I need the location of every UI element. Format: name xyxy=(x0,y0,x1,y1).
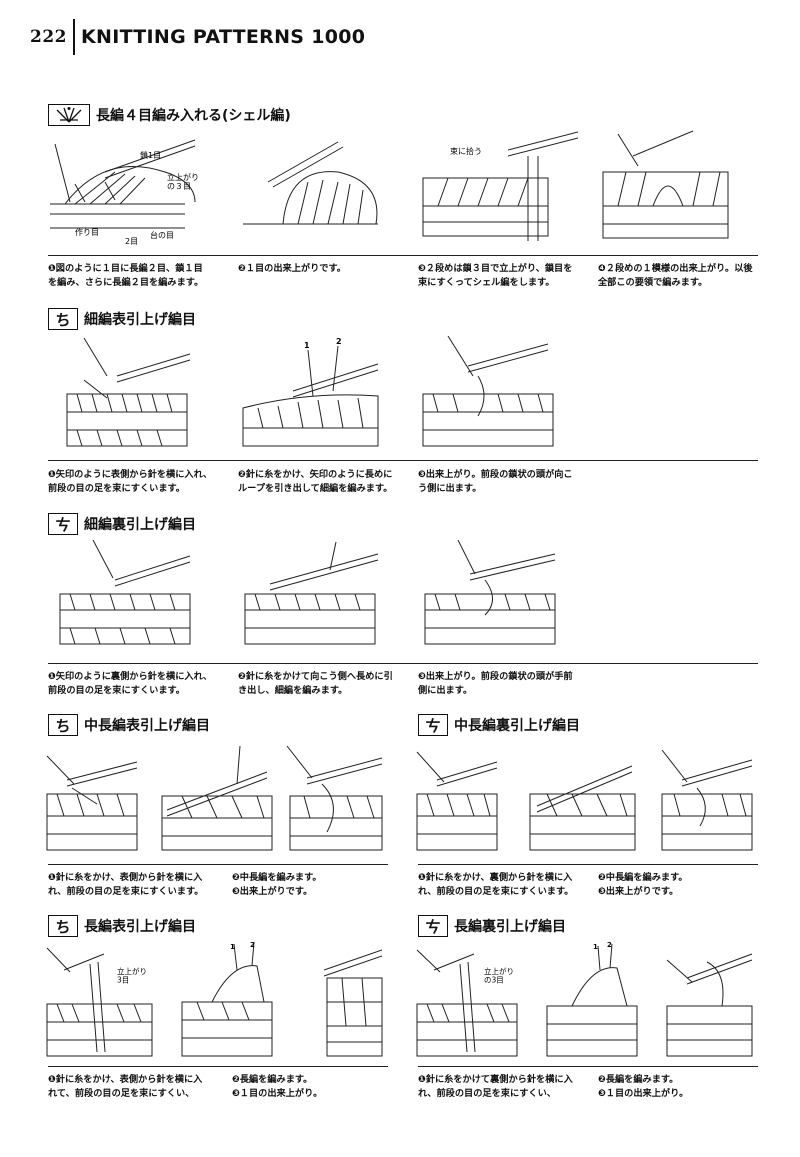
section-title-dc-back: ㄘ 長編裏引上げ編目 xyxy=(418,915,566,937)
figure-label: 2 xyxy=(607,942,612,949)
figure-label: 台の目 xyxy=(150,230,174,240)
hdc-back-figures xyxy=(416,749,753,851)
section-heading: 中長編裏引上げ編目 xyxy=(454,718,580,734)
sc-back-symbol-icon: ㄘ xyxy=(48,513,78,535)
section-heading: 長編４目編み入れる(シェル編) xyxy=(96,108,291,124)
section-title-shell: 長編４目編み入れる(シェル編) xyxy=(48,104,291,126)
caption: ❷中長編を編みます。 ❸出来上がりです。 xyxy=(232,872,322,897)
caption: ❶矢印のように表側から針を横に入れ、 前段の目の足を束にすくいます。 xyxy=(48,469,213,494)
section-title-sc-back: ㄘ 細編裏引上げ編目 xyxy=(48,513,196,535)
caption: ❶針に糸をかけ、表側から針を横に入 れて、前段の目の足を束にすくい、 xyxy=(48,1074,203,1099)
caption: ❷中長編を編みます。 ❸出来上がりです。 xyxy=(598,872,688,897)
section-divider xyxy=(48,1066,388,1067)
sc-front-step3-figure xyxy=(422,336,554,447)
caption: ❶針に糸をかけ、表側から針を横に入 れ、前段の目の足を束にすくいます。 xyxy=(48,872,204,897)
shell-step3-figure: 束に拾う xyxy=(422,131,578,241)
figure-label: 2 xyxy=(336,337,342,346)
figure-label: 2目 xyxy=(125,237,138,246)
caption: ❷針に糸をかけ、矢印のように長めに ループを引き出して細編を編みます。 xyxy=(238,469,393,494)
section-divider xyxy=(48,864,388,865)
sc-front-step2-figure: 1 2 xyxy=(242,337,379,447)
shell-step2-figure xyxy=(243,141,378,225)
caption: ❷長編を編みます。 ❸１目の出来上がり。 xyxy=(598,1074,689,1099)
caption: ❶図のように１目に長編２目、鎖１目 を編み、さらに長編２目を編みます。 xyxy=(48,263,204,288)
figure-label: 1 xyxy=(593,943,598,951)
shell-symbol-icon xyxy=(48,104,90,126)
header-divider xyxy=(73,19,75,55)
section-title-sc-front: ち 細編表引上げ編目 xyxy=(48,308,196,330)
caption: ❶針に糸をかけて裏側から針を横に入 れ、前段の目の足を束にすくい、 xyxy=(418,1074,573,1099)
caption: ❶矢印のように裏側から針を横に入れ、 前段の目の足を束にすくいます。 xyxy=(48,671,213,696)
caption: ❷針に糸をかけて向こう側へ長めに引 き出し、細編を編みます。 xyxy=(238,671,393,696)
section-heading: 長編裏引上げ編目 xyxy=(454,919,566,935)
caption: ❷長編を編みます。 ❸１目の出来上がり。 xyxy=(232,1074,323,1099)
sc-back-step3-figure xyxy=(424,540,556,645)
shell-step1-figure: 鎖1目 立上がりの３目 作り目 2目 台の目 xyxy=(50,139,199,246)
section-heading: 長編表引上げ編目 xyxy=(84,919,196,935)
book-title: KNITTING PATTERNS 1000 xyxy=(81,26,366,48)
section-divider xyxy=(48,255,758,256)
hdc-front-figures xyxy=(46,745,383,851)
page-header: 222 KNITTING PATTERNS 1000 xyxy=(30,18,365,56)
section-divider xyxy=(418,864,758,865)
section-title-dc-front: ち 長編表引上げ編目 xyxy=(48,915,196,937)
figure-label: 鎖1目 xyxy=(140,150,161,160)
shell-step4-figure xyxy=(602,130,729,239)
caption: ❶針に糸をかけ、裏側から針を横に入 れ、前段の目の足を束にすくいます。 xyxy=(418,872,574,897)
caption: ❷１目の出来上がりです。 xyxy=(238,263,346,274)
caption: ❸出来上がり。前段の鎖状の頭が向こ う側に出ます。 xyxy=(418,469,573,494)
figure-label: 1 xyxy=(230,943,235,951)
figure-label: 束に拾う xyxy=(450,146,482,156)
figure-label: 立上がりの３目 xyxy=(167,172,199,191)
dc-front-symbol-icon: ち xyxy=(48,915,78,937)
figure-label: 2 xyxy=(250,942,255,949)
figure-label: 作り目 xyxy=(75,227,99,237)
section-heading: 細編裏引上げ編目 xyxy=(84,517,196,533)
sc-back-step2-figure xyxy=(244,541,379,645)
section-title-hdc-front: ち 中長編表引上げ編目 xyxy=(48,714,210,736)
section-divider xyxy=(48,460,758,461)
sc-back-step1-figure xyxy=(59,540,191,645)
section-heading: 中長編表引上げ編目 xyxy=(84,718,210,734)
page-number: 222 xyxy=(30,27,67,47)
caption: ❹２段めの１模様の出来上がり。以後 全部この要領で編みます。 xyxy=(598,263,753,288)
sc-front-step1-figure xyxy=(66,337,191,447)
figure-label: 1 xyxy=(304,341,310,350)
section-title-hdc-back: ㄘ 中長編裏引上げ編目 xyxy=(418,714,580,736)
dc-back-symbol-icon: ㄘ xyxy=(418,915,448,937)
sc-front-symbol-icon: ち xyxy=(48,308,78,330)
caption: ❸２段めは鎖３目で立上がり、鎖目を 束にすくってシェル編をします。 xyxy=(418,263,573,288)
section-divider xyxy=(418,1066,758,1067)
section-divider xyxy=(48,663,758,664)
dc-back-figures: 立上がりの3目 1 2 xyxy=(416,942,753,1057)
section-heading: 細編表引上げ編目 xyxy=(84,312,196,328)
figure-label: 立上がりの3目 xyxy=(484,966,514,984)
caption: ❸出来上がり。前段の鎖状の頭が手前 側に出ます。 xyxy=(418,671,573,696)
hdc-front-symbol-icon: ち xyxy=(48,714,78,736)
hdc-back-symbol-icon: ㄘ xyxy=(418,714,448,736)
